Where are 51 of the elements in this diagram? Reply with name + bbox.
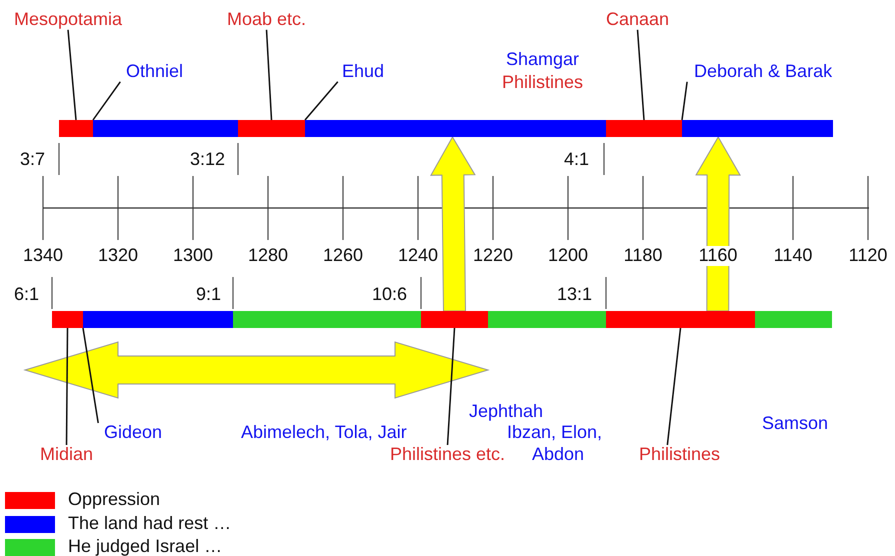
judge-label: Jephthah xyxy=(469,402,544,422)
leader-line xyxy=(82,328,99,424)
period-label: Deborah & Barak xyxy=(694,62,832,82)
verse-label: 10:6 xyxy=(372,285,408,305)
timeline-segment xyxy=(755,311,832,328)
timeline-segment xyxy=(305,120,606,137)
period-label: Othniel xyxy=(126,62,184,82)
verse-label: 4:1 xyxy=(564,150,590,170)
leader-line xyxy=(92,81,121,120)
legend-text: He judged Israel … xyxy=(68,537,222,556)
period-label: Mesopotamia xyxy=(14,10,122,30)
timeline-segment xyxy=(83,311,233,328)
verse-label: 6:1 xyxy=(14,285,40,305)
leader-line xyxy=(67,30,77,120)
timeline-segment xyxy=(233,311,421,328)
judge-label: Abimelech, Tola, Jair xyxy=(241,423,407,443)
period-label: Canaan xyxy=(606,10,670,30)
year-label: 1160 xyxy=(698,246,738,266)
leader-line xyxy=(666,328,682,446)
verse-label: 13:1 xyxy=(557,285,592,305)
period-label: Philistines etc. xyxy=(390,445,506,465)
judge-label: Shamgar xyxy=(506,50,580,70)
timeline-segment xyxy=(488,311,606,328)
period-label: Philistines xyxy=(639,445,720,465)
leader-line xyxy=(446,328,456,446)
period-label: Moab etc. xyxy=(227,10,306,30)
period-label: Midian xyxy=(40,445,94,465)
judge-label: Ibzan, Elon, xyxy=(507,423,602,443)
timeline-segment xyxy=(421,311,488,328)
timeline-segment xyxy=(238,120,305,137)
timeline-segment xyxy=(606,311,755,328)
period-label: Ehud xyxy=(342,62,384,82)
leader-line xyxy=(304,81,338,120)
timeline-segment xyxy=(52,311,83,328)
judge-label: Samson xyxy=(762,414,828,434)
leader-line xyxy=(266,30,272,120)
timeline-segment xyxy=(59,120,93,137)
period-label: Gideon xyxy=(104,423,162,443)
judge-label: Abdon xyxy=(532,445,584,465)
timeline-segment xyxy=(93,120,238,137)
verse-label: 3:12 xyxy=(190,150,226,170)
timeline-segment xyxy=(682,120,833,137)
leader-line xyxy=(636,30,645,120)
legend-text: The land had rest … xyxy=(68,514,232,534)
timeline-segment xyxy=(606,120,682,137)
judge-label: Philistines xyxy=(502,73,584,93)
verse-label: 3:7 xyxy=(20,150,46,170)
verse-label: 9:1 xyxy=(196,285,222,305)
block-arrow xyxy=(430,136,476,312)
legend-text: Oppression xyxy=(68,490,160,510)
leader-line xyxy=(66,328,68,445)
